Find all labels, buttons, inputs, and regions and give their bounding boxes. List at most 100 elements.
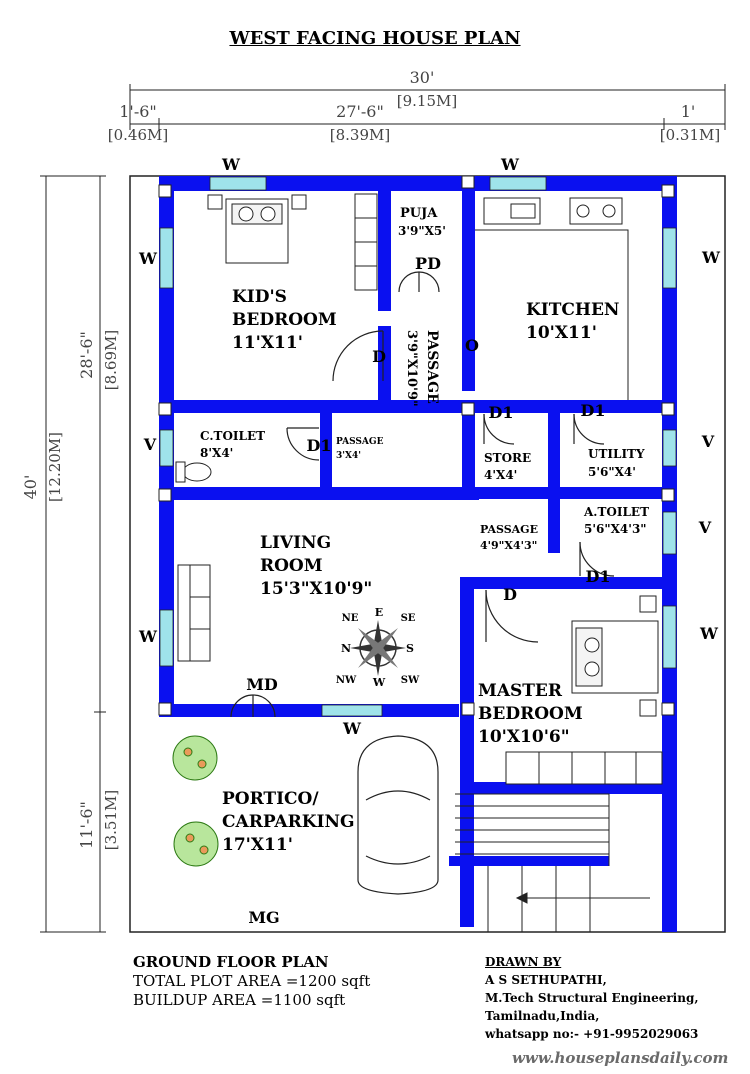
compass-w: W — [372, 676, 386, 689]
dim-lower-depth: 11'-6" — [77, 801, 96, 849]
dimension-lines — [40, 84, 726, 933]
main-gate-label: MG — [248, 908, 279, 927]
dim-right-offset-m: [0.31M] — [660, 126, 720, 144]
puja-name: PUJA — [400, 206, 438, 221]
puja-door-label: PD — [415, 254, 441, 273]
buildup-area-text: BUILDUP AREA =1100 sqft — [133, 991, 346, 1009]
credits-heading: DRAWN BY — [485, 955, 562, 969]
store-name: STORE — [484, 451, 531, 465]
compass-rose-icon — [350, 620, 406, 676]
portico-size: 17'X11' — [222, 835, 293, 855]
portico-line1: PORTICO/ — [222, 789, 319, 809]
windows — [159, 176, 677, 717]
notes-heading: GROUND FLOOR PLAN — [133, 953, 329, 971]
utility-size: 5'6"X4' — [588, 465, 636, 479]
store-size: 4'X4' — [484, 468, 517, 482]
dim-total-width-m: [9.15M] — [397, 92, 457, 110]
ventilator-label: V — [701, 432, 715, 451]
dim-total-depth: 40' — [21, 475, 40, 500]
c-toilet-size: 8'X4' — [200, 446, 233, 460]
wardrobe-master — [505, 751, 663, 785]
living-line1: LIVING — [260, 533, 331, 553]
credits-degree: M.Tech Structural Engineering, — [485, 991, 699, 1005]
a-toilet-size: 5'6"X4'3" — [584, 522, 647, 536]
kids-bedroom-size: 11'X11' — [232, 333, 303, 353]
sofa-icon — [177, 564, 211, 662]
plan-notes: GROUND FLOOR PLAN TOTAL PLOT AREA =1200 … — [133, 953, 370, 1010]
credits-block: DRAWN BY A S SETHUPATHI, M.Tech Structur… — [485, 953, 699, 1043]
window-label: W — [138, 627, 158, 646]
dim-upper-depth: 28'-6" — [77, 331, 96, 379]
dim-right-offset: 1' — [681, 102, 696, 121]
kids-bedroom-line1: KID'S — [232, 287, 287, 307]
passage-main-name: PASSAGE — [424, 330, 440, 404]
dim-mid-width-m: [8.39M] — [330, 126, 390, 144]
ventilator-label: V — [698, 518, 712, 537]
wc-icon — [175, 461, 212, 483]
kitchen-size: 10'X11' — [526, 323, 597, 343]
dim-mid-width: 27'-6" — [336, 102, 384, 121]
plot-area-text: TOTAL PLOT AREA =1200 sqft — [133, 972, 371, 990]
credits-location: Tamilnadu,India, — [485, 1009, 600, 1023]
kids-bedroom-line2: BEDROOM — [232, 310, 337, 330]
plant-icon — [172, 735, 219, 867]
utility-name: UTILITY — [588, 447, 645, 461]
dim-total-depth-m: [12.20M] — [46, 432, 64, 502]
master-line1: MASTER — [478, 681, 563, 701]
ventilator-label: V — [143, 435, 157, 454]
dim-total-width: 30' — [410, 68, 435, 87]
door-d1-label: D1 — [580, 401, 605, 420]
door-d1-label: D1 — [488, 403, 513, 422]
dim-left-offset-m: [0.46M] — [108, 126, 168, 144]
master-size: 10'X10'6" — [478, 727, 570, 747]
credits-contact: whatsapp no:- +91-9952029063 — [485, 1027, 699, 1041]
puja-size: 3'9"X5' — [398, 224, 446, 238]
main-door-label: MD — [246, 675, 278, 694]
window-label: W — [699, 624, 719, 643]
door-label: D — [372, 347, 386, 366]
compass-s: S — [406, 642, 414, 655]
dim-upper-depth-m: [8.69M] — [102, 330, 120, 390]
website-url: www.houseplansdaily.com — [512, 1049, 729, 1067]
window-label: W — [500, 155, 520, 174]
door-d1-label: D1 — [585, 567, 610, 586]
window-label: W — [221, 155, 241, 174]
columns — [158, 175, 675, 716]
compass-se: SE — [401, 613, 416, 624]
a-toilet-name: A.TOILET — [583, 505, 649, 519]
compass-nw: NW — [336, 675, 357, 686]
dim-left-offset: 1'-6" — [119, 102, 157, 121]
passage-mid-name: PASSAGE — [480, 523, 538, 536]
door-label: D — [503, 585, 517, 604]
compass-sw: SW — [401, 675, 420, 686]
living-line2: ROOM — [260, 556, 323, 576]
staircase — [455, 793, 650, 932]
c-toilet-name: C.TOILET — [200, 429, 265, 443]
door-d1-label: D1 — [306, 436, 331, 455]
compass-n: N — [341, 642, 351, 655]
compass-ne: NE — [342, 613, 359, 624]
kids-bed-icon — [207, 194, 307, 264]
opening-label: O — [465, 336, 479, 355]
compass-e: E — [375, 606, 383, 619]
passage-small-name: PASSAGE — [336, 437, 384, 447]
window-label: W — [342, 719, 362, 738]
door-swings — [230, 271, 615, 718]
wardrobe-icon — [354, 193, 378, 291]
window-label: W — [701, 248, 721, 267]
master-line2: BEDROOM — [478, 704, 583, 724]
car-icon — [357, 735, 439, 895]
kitchen-name: KITCHEN — [526, 300, 619, 320]
kitchen-counter — [475, 197, 629, 400]
passage-small-size: 3'X4' — [336, 451, 361, 461]
dim-lower-depth-m: [3.51M] — [102, 790, 120, 850]
window-label: W — [138, 249, 158, 268]
passage-main-size: 3'9"X10'9" — [404, 330, 419, 407]
portico-line2: CARPARKING — [222, 812, 355, 832]
living-size: 15'3"X10'9" — [260, 579, 372, 599]
passage-mid-size: 4'9"X4'3" — [480, 539, 537, 552]
master-bed-icon — [571, 595, 659, 717]
credits-name: A S SETHUPATHI, — [485, 973, 607, 987]
plan-title: WEST FACING HOUSE PLAN — [229, 28, 521, 49]
